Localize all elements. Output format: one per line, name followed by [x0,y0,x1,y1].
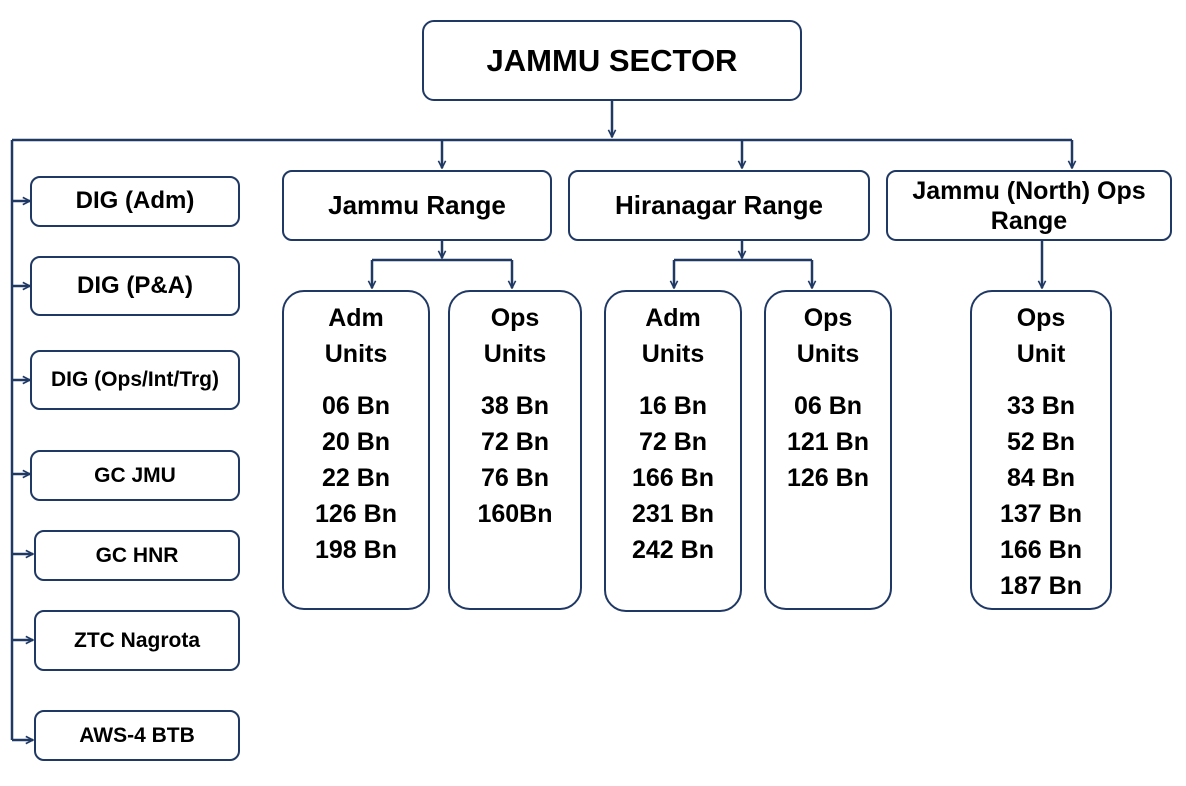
battalion-item: 160Bn [477,500,553,528]
jammu-sector-label: JAMMU SECTOR [486,42,738,78]
unit-group-heading: Adm Units [641,304,705,368]
battalion-item: 06 Bn [793,392,863,420]
battalion-item: 166 Bn [1000,536,1082,564]
battalion-item: 20 Bn [321,428,391,456]
unit-group-heading: Ops Unit [1016,304,1066,368]
battalion-item: 76 Bn [480,464,550,492]
range-label: Jammu (North) Ops Range [912,176,1146,235]
staff-node-aws-btb: AWS-4 BTB [34,710,240,761]
range-label: Jammu Range [328,189,506,220]
unit-group-heading: Ops Units [796,304,860,368]
battalion-list: 33 Bn 52 Bn 84 Bn 137 Bn 166 Bn 187 Bn [1000,388,1082,604]
staff-label: GC HNR [95,543,179,567]
staff-label: DIG (P&A) [77,271,193,299]
jammu-sector-node: JAMMU SECTOR [422,20,802,101]
jammu-north-ops-range-node: Jammu (North) Ops Range [886,170,1172,241]
staff-label: ZTC Nagrota [74,628,200,652]
battalion-item: 187 Bn [1000,572,1082,600]
battalion-item: 126 Bn [787,464,869,492]
battalion-list: 38 Bn 72 Bn 76 Bn 160Bn [477,388,552,532]
battalion-list: 06 Bn 121 Bn 126 Bn [787,388,869,496]
battalion-item: 198 Bn [315,536,397,564]
unit-group-heading: Ops Units [483,304,547,368]
battalion-item: 22 Bn [321,464,391,492]
staff-node-gc-hnr: GC HNR [34,530,240,581]
battalion-item: 16 Bn [638,392,708,420]
battalion-list: 06 Bn 20 Bn 22 Bn 126 Bn 198 Bn [315,388,397,568]
battalion-item: 38 Bn [480,392,550,420]
battalion-item: 33 Bn [1006,392,1076,420]
staff-node-dig-ops: DIG (Ops/Int/Trg) [30,350,240,410]
jammu-ops-units-node: Ops Units 38 Bn 72 Bn 76 Bn 160Bn [448,290,582,610]
battalion-item: 166 Bn [632,464,714,492]
staff-node-gc-jmu: GC JMU [30,450,240,501]
unit-group-heading: Adm Units [324,304,388,368]
battalion-item: 84 Bn [1006,464,1076,492]
hiranagar-ops-units-node: Ops Units 06 Bn 121 Bn 126 Bn [764,290,892,610]
battalion-item: 242 Bn [632,536,714,564]
battalion-item: 137 Bn [1000,500,1082,528]
staff-node-ztc-nagrota: ZTC Nagrota [34,610,240,671]
battalion-list: 16 Bn 72 Bn 166 Bn 231 Bn 242 Bn [632,388,714,568]
battalion-item: 121 Bn [787,428,869,456]
staff-node-dig-adm: DIG (Adm) [30,176,240,227]
staff-label: DIG (Adm) [75,187,195,215]
staff-label: AWS-4 BTB [79,723,195,747]
battalion-item: 52 Bn [1006,428,1076,456]
battalion-item: 72 Bn [480,428,550,456]
battalion-item: 06 Bn [321,392,391,420]
jammu-north-ops-unit-node: Ops Unit 33 Bn 52 Bn 84 Bn 137 Bn 166 Bn… [970,290,1112,610]
battalion-item: 72 Bn [638,428,708,456]
hiranagar-adm-units-node: Adm Units 16 Bn 72 Bn 166 Bn 231 Bn 242 … [604,290,742,612]
battalion-item: 231 Bn [632,500,714,528]
range-label: Hiranagar Range [614,189,824,220]
jammu-range-node: Jammu Range [282,170,552,241]
hiranagar-range-node: Hiranagar Range [568,170,870,241]
battalion-item: 126 Bn [315,500,397,528]
staff-label: GC JMU [94,463,176,487]
jammu-adm-units-node: Adm Units 06 Bn 20 Bn 22 Bn 126 Bn 198 B… [282,290,430,610]
staff-label: DIG (Ops/Int/Trg) [51,368,219,392]
staff-node-dig-pa: DIG (P&A) [30,256,240,316]
